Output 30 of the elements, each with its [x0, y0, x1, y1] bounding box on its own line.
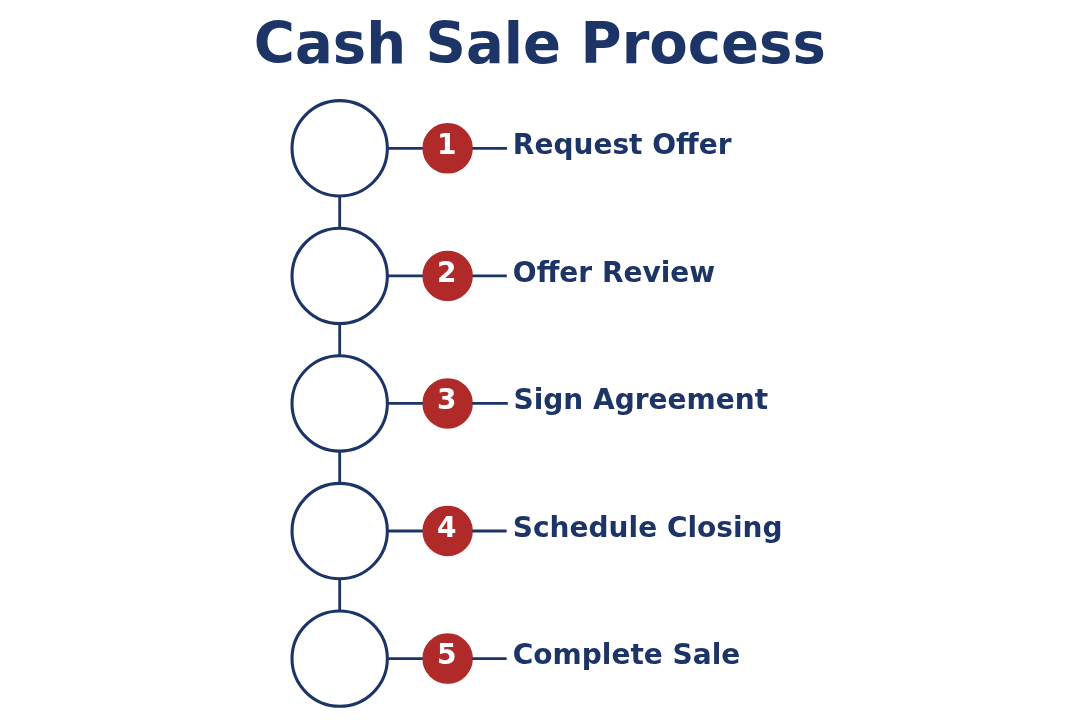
connector: [387, 657, 423, 660]
connector: [387, 274, 423, 278]
node-text: Offer Review: [512, 255, 715, 289]
connector: [337, 451, 341, 484]
connector: [471, 146, 507, 150]
connector: [337, 323, 341, 356]
connector: [387, 529, 423, 533]
connector: [471, 657, 507, 660]
connector: [471, 529, 507, 533]
node-circle: 1: [421, 123, 473, 174]
connector: [337, 578, 341, 611]
node-circle: [289, 354, 389, 453]
node-circle: 3: [421, 378, 473, 429]
node-text: Request Offer: [512, 127, 732, 161]
connector: [387, 402, 423, 405]
node-circle: [289, 481, 389, 581]
diagram-title: Cash Sale Process: [253, 10, 826, 76]
connector: [471, 402, 508, 405]
node-text: Complete Sale: [512, 638, 740, 672]
node-circle: [289, 99, 389, 198]
connector: [337, 196, 341, 228]
connector: [387, 146, 423, 150]
node-circle: 5: [421, 633, 473, 684]
node-text: Sign Agreement: [513, 383, 768, 417]
node-circle: [289, 226, 389, 326]
node-text: Schedule Closing: [512, 510, 783, 544]
node-circle: 2: [421, 250, 473, 302]
connector: [471, 274, 507, 278]
node-circle: [289, 609, 389, 708]
node-circle: 4: [421, 505, 473, 557]
